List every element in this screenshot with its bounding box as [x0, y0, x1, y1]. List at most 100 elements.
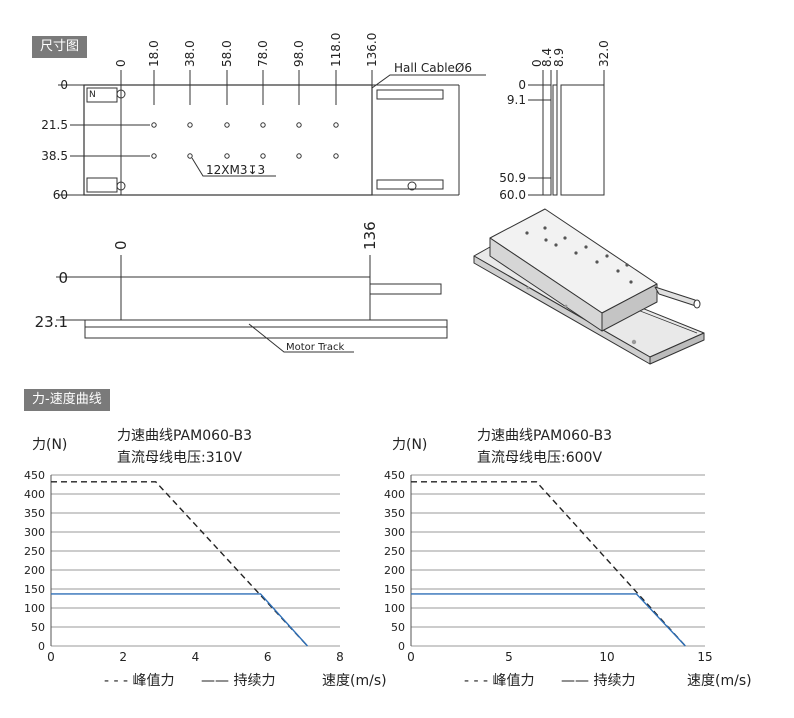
top-x-tick-136: 136.0	[365, 33, 379, 67]
top-x-tick-18: 18.0	[147, 40, 161, 67]
iso-track-screw	[564, 304, 568, 308]
chart-title: 力速曲线PAM060-B3	[477, 428, 612, 444]
hole-leader-line	[191, 157, 276, 177]
front-view-track-base	[84, 326, 448, 339]
iso-track-screw	[526, 286, 530, 290]
top-view-body	[83, 84, 373, 196]
iso-view	[473, 208, 705, 365]
cable-leader-line	[371, 74, 486, 89]
y-tick-label: 50	[391, 621, 405, 634]
y-tick-label: 300	[384, 526, 405, 539]
iso-hole	[605, 254, 609, 258]
front-y-tick-23: 23.1	[35, 313, 68, 331]
mount-hole	[296, 153, 302, 159]
series-peak-force	[411, 481, 686, 647]
side-y-tick-0: 0	[518, 78, 526, 92]
iso-hole	[629, 280, 633, 284]
top-view	[58, 70, 486, 196]
series-peak-force	[51, 481, 309, 647]
dimensions-section-tag: 尺寸图	[32, 36, 88, 58]
top-view-screw-bl	[116, 181, 126, 191]
y-tick-label: 350	[24, 507, 45, 520]
iso-hole	[544, 238, 548, 242]
y-tick-label: 450	[384, 469, 405, 482]
top-x-tick-98: 98.0	[292, 40, 306, 67]
x-axis-label: 速度(m/s)	[322, 673, 387, 689]
top-view-screw-br	[407, 181, 417, 191]
track-leader-line	[248, 323, 354, 353]
mount-hole	[224, 153, 230, 159]
front-view-track-top	[84, 319, 448, 328]
mount-hole	[151, 153, 157, 159]
x-tick-label: 10	[599, 650, 614, 664]
top-view-labels: N 0 21.5 38.5 60 0 18.0 38.0 58.0 78.0 9…	[41, 33, 472, 202]
iso-cable	[654, 286, 700, 308]
pole-mark: N	[89, 90, 96, 100]
y-tick-label: 200	[384, 564, 405, 577]
iso-hole	[584, 245, 588, 249]
chart-title: 力速曲线PAM060-B3	[117, 428, 252, 444]
front-y-tick-0: 0	[58, 269, 68, 287]
y-tick-label: 50	[31, 621, 45, 634]
front-view-body	[120, 276, 371, 321]
side-y-tick-60: 60.0	[499, 188, 526, 202]
legend-continuous-force: —— 持续力	[561, 672, 635, 689]
mount-hole	[187, 122, 193, 128]
front-x-tick-136: 136	[361, 221, 379, 250]
iso-cable-end	[693, 299, 701, 309]
front-view	[56, 255, 448, 353]
hole-label: 12XM3↧3	[206, 163, 265, 177]
y-tick-label: 250	[384, 545, 405, 558]
y-axis-label: 力(N)	[32, 437, 67, 453]
iso-track-end	[649, 332, 705, 365]
y-tick-label: 0	[398, 640, 405, 653]
top-x-tick-0: 0	[114, 59, 128, 67]
x-tick-label: 0	[47, 650, 55, 664]
series-continuous-force	[51, 593, 309, 647]
mount-hole	[260, 153, 266, 159]
iso-hole	[625, 263, 629, 267]
side-y-tick-9: 9.1	[507, 93, 526, 107]
y-axis-label: 力(N)	[392, 437, 427, 453]
y-tick-label: 150	[384, 583, 405, 596]
y-tick-label: 400	[24, 488, 45, 501]
y-tick-label: 350	[384, 507, 405, 520]
x-tick-label: 2	[119, 650, 127, 664]
iso-hole	[563, 236, 567, 240]
legend-peak-force: - - - 峰值力	[464, 673, 535, 689]
side-x-tick-0: 0	[530, 59, 544, 67]
x-axis-label: 速度(m/s)	[687, 673, 752, 689]
chart-subtitle: 直流母线电压:310V	[117, 449, 242, 466]
side-view-plate	[542, 84, 552, 196]
y-tick-label: 250	[24, 545, 45, 558]
y-tick-label: 150	[24, 583, 45, 596]
iso-hole	[554, 243, 558, 247]
side-view-body	[560, 84, 605, 196]
top-x-tick-78: 78.0	[256, 40, 270, 67]
cable-label: Hall CableØ6	[394, 61, 472, 75]
y-tick-label: 450	[24, 469, 45, 482]
side-x-tick-84: 8.4	[540, 48, 554, 67]
top-y-tick-0: 0	[60, 78, 68, 92]
mount-hole	[224, 122, 230, 128]
front-x-tick-0: 0	[112, 240, 130, 250]
legend-continuous-force: —— 持续力	[201, 672, 275, 689]
top-view-holes	[151, 122, 339, 159]
iso-hole	[525, 231, 529, 235]
mount-hole	[151, 122, 157, 128]
y-tick-label: 200	[24, 564, 45, 577]
y-tick-label: 100	[24, 602, 45, 615]
iso-hole	[595, 260, 599, 264]
iso-body-end	[601, 283, 658, 332]
y-tick-label: 0	[38, 640, 45, 653]
side-y-tick-50: 50.9	[499, 171, 526, 185]
side-view	[528, 70, 605, 196]
legend-peak-force: - - - 峰值力	[104, 673, 175, 689]
x-tick-label: 0	[407, 650, 415, 664]
side-x-tick-89: 8.9	[552, 48, 566, 67]
front-view-cable	[369, 283, 442, 295]
